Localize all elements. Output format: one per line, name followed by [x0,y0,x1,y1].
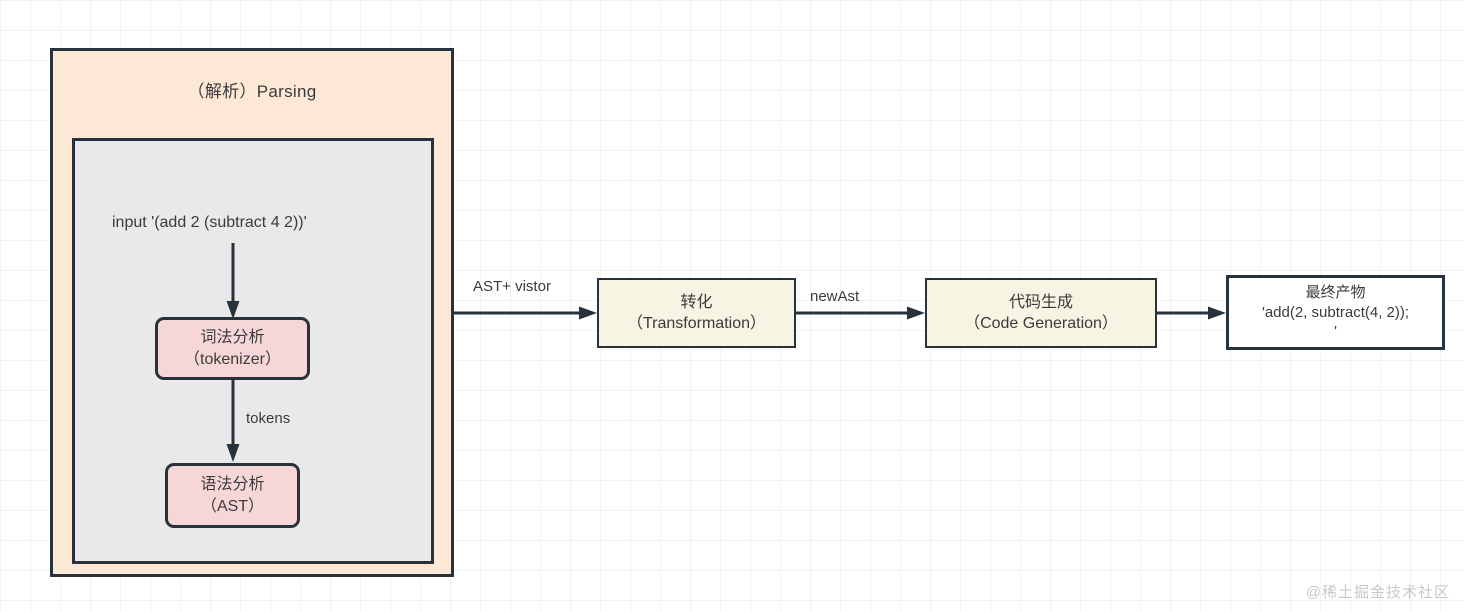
edge-label-tokens: tokens [246,410,291,427]
node-tokenizer[interactable]: 词法分析 （tokenizer） [155,317,310,380]
node-final-output-line3: ' [1334,323,1337,341]
node-ast-line1: 语法分析 [200,476,265,494]
node-code-generation-line2: （Code Generation） [964,315,1118,332]
node-transformation-line2: （Transformation） [626,315,766,332]
edge-label-new-ast: newAst [810,288,860,305]
node-tokenizer-line2: （tokenizer） [184,350,281,368]
input-source-text: input '(add 2 (subtract 4 2))' [112,214,307,231]
node-ast-line2: （AST） [200,497,265,515]
node-ast[interactable]: 语法分析 （AST） [165,463,300,528]
watermark: @稀土掘金技术社区 [1305,584,1450,601]
arrow-input-to-tokenizer [226,243,240,319]
node-tokenizer-line1: 词法分析 [200,329,265,347]
node-code-generation[interactable]: 代码生成 （Code Generation） [925,278,1157,348]
node-transformation-line1: 转化 [680,293,713,311]
edge-label-ast-visitor: AST+ vistor [473,278,551,295]
arrow-parsing-to-transformation [453,306,597,320]
node-final-output-line1: 最终产物 [1305,283,1366,301]
arrow-tokenizer-to-ast [226,380,240,462]
arrow-transformation-to-codegen [796,306,925,320]
node-transformation[interactable]: 转化 （Transformation） [597,278,796,348]
group-parsing-title: （解析）Parsing [187,82,317,101]
arrow-codegen-to-output [1157,306,1226,320]
node-code-generation-line1: 代码生成 [1008,293,1073,311]
node-final-output[interactable]: 最终产物 'add(2, subtract(4, 2)); ' [1226,275,1445,350]
node-final-output-line2: 'add(2, subtract(4, 2)); [1261,303,1410,321]
